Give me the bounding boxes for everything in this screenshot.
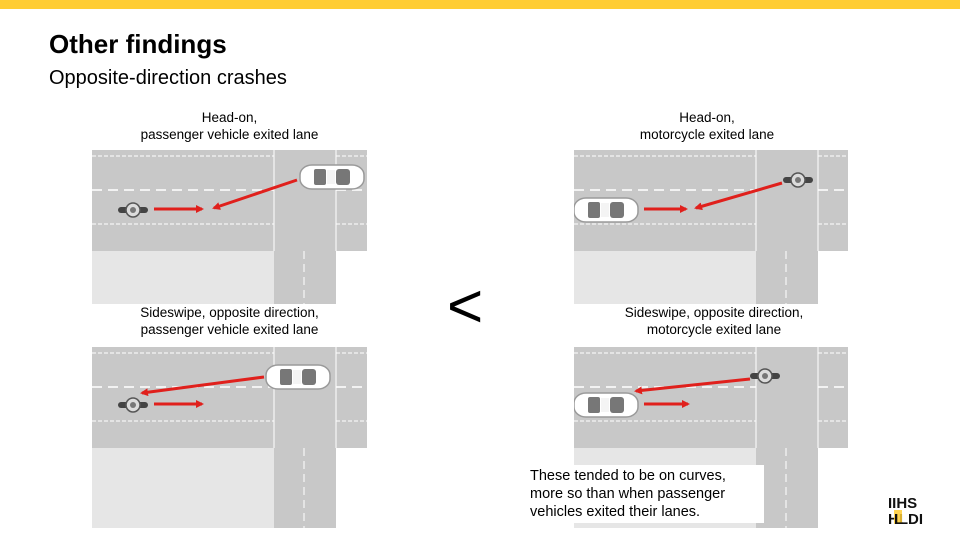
caption-line: passenger vehicle exited lane	[140, 127, 319, 142]
less-than-symbol: <	[447, 272, 484, 341]
iihs-hldi-logo: IIHS HLDI L	[888, 495, 923, 526]
page-title: Other findings	[49, 29, 227, 59]
caption-head-on-passenger: Head-on, passenger vehicle exited lane	[92, 109, 367, 143]
caption-line: motorcycle exited lane	[639, 127, 775, 142]
diagram-head-on-passenger	[92, 150, 367, 330]
accent-bar	[0, 0, 960, 9]
caption-sideswipe-passenger: Sideswipe, opposite direction, passenger…	[92, 304, 367, 338]
diagram-sideswipe-passenger	[92, 347, 367, 528]
caption-line: Head-on,	[679, 110, 735, 125]
page-subtitle: Opposite-direction crashes	[49, 67, 287, 89]
note-text: These tended to be on curves, more so th…	[526, 465, 764, 523]
caption-line: Sideswipe, opposite direction,	[624, 305, 804, 320]
caption-line: passenger vehicle exited lane	[140, 322, 319, 337]
diagram-head-on-motorcycle	[574, 150, 848, 330]
caption-line: Sideswipe, opposite direction,	[140, 305, 319, 320]
svg-text:IIHS: IIHS	[888, 495, 917, 512]
caption-line: Head-on,	[201, 110, 258, 125]
caption-head-on-motorcycle: Head-on, motorcycle exited lane	[574, 109, 840, 143]
caption-sideswipe-motorcycle: Sideswipe, opposite direction, motorcycl…	[574, 304, 854, 338]
caption-line: motorcycle exited lane	[646, 322, 782, 337]
svg-text:L: L	[894, 511, 903, 526]
